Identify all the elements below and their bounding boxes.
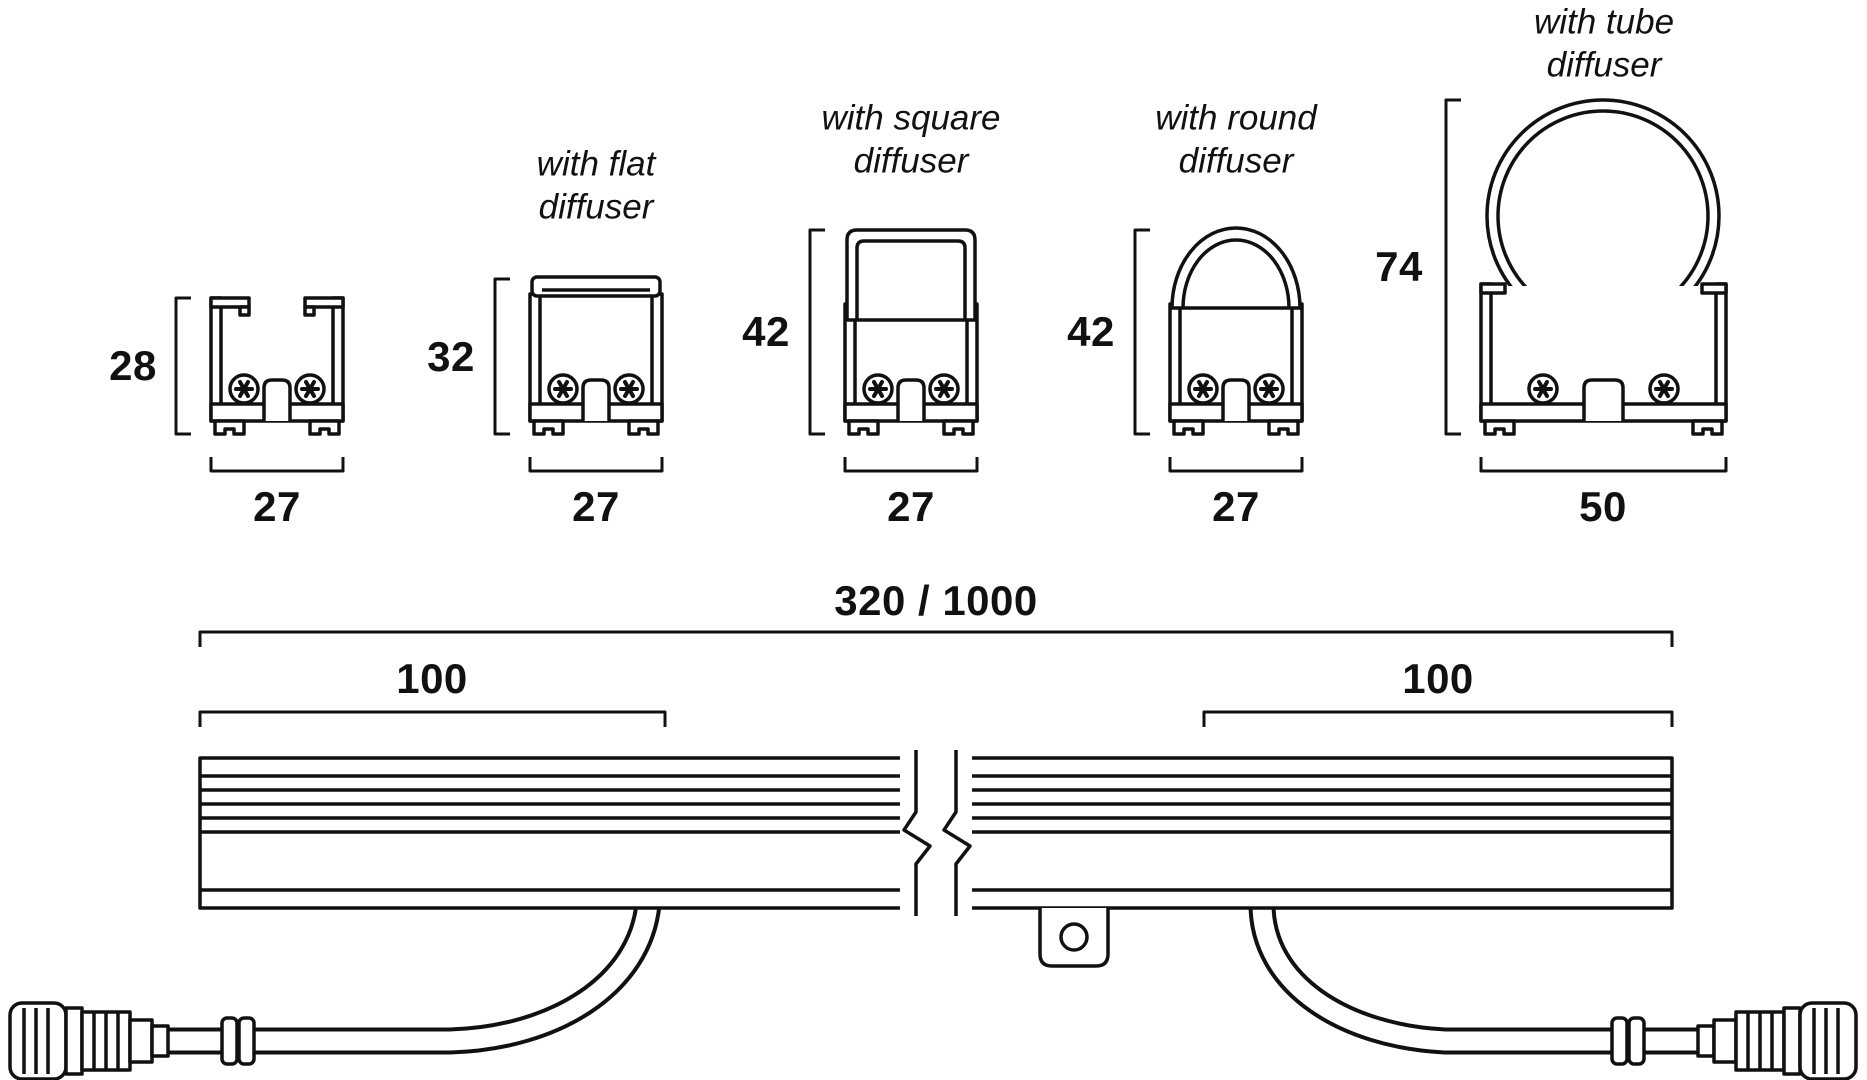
height-bracket-32	[493, 277, 510, 436]
height-bracket-74	[1444, 98, 1461, 436]
width-label-27a: 27	[253, 483, 301, 530]
left-100-bracket	[198, 710, 667, 727]
height-label-28: 28	[109, 342, 157, 389]
height-label-42b: 42	[1067, 308, 1115, 355]
profile-tube-diffuser-section	[1478, 98, 1729, 436]
height-label-32: 32	[427, 333, 475, 380]
width-bracket-50	[1479, 457, 1728, 473]
connector-right	[1610, 1001, 1858, 1080]
width-label-27c: 27	[887, 483, 935, 530]
height-label-74: 74	[1375, 243, 1423, 290]
break-symbol	[900, 748, 972, 920]
profile-flat-diffuser-section	[528, 275, 664, 436]
dimension-lines	[174, 98, 1728, 727]
profile-square-diffuser-section	[843, 228, 979, 436]
width-label-50: 50	[1579, 483, 1627, 530]
overall-length-bracket	[198, 630, 1674, 647]
height-bracket-28	[174, 296, 191, 436]
width-bracket-27d	[1168, 457, 1304, 473]
right-100-bracket	[1202, 710, 1674, 727]
cable-right	[1248, 903, 1705, 1055]
height-bracket-42b	[1133, 228, 1150, 436]
caption-tube-diffuser: with tube diffuser	[1533, 2, 1675, 84]
left-segment-label: 100	[396, 655, 468, 702]
cable-left	[166, 902, 662, 1055]
height-bracket-42a	[808, 228, 825, 436]
height-label-42a: 42	[742, 308, 790, 355]
caption-square-diffuser: with square diffuser	[821, 98, 1001, 180]
width-label-27b: 27	[572, 483, 620, 530]
width-label-27d: 27	[1212, 483, 1260, 530]
width-bracket-27c	[843, 457, 979, 473]
caption-flat-diffuser: with flat diffuser	[536, 144, 656, 226]
width-bracket-27a	[209, 457, 345, 473]
profile-round-diffuser-section	[1168, 226, 1304, 436]
caption-round-diffuser: with round diffuser	[1155, 98, 1317, 180]
right-segment-label: 100	[1402, 655, 1474, 702]
mounting-clip	[1038, 908, 1110, 968]
overall-length-label: 320 / 1000	[834, 577, 1038, 624]
width-bracket-27b	[528, 457, 664, 473]
profile-bare-section	[209, 296, 345, 436]
connector-left	[8, 1001, 256, 1080]
